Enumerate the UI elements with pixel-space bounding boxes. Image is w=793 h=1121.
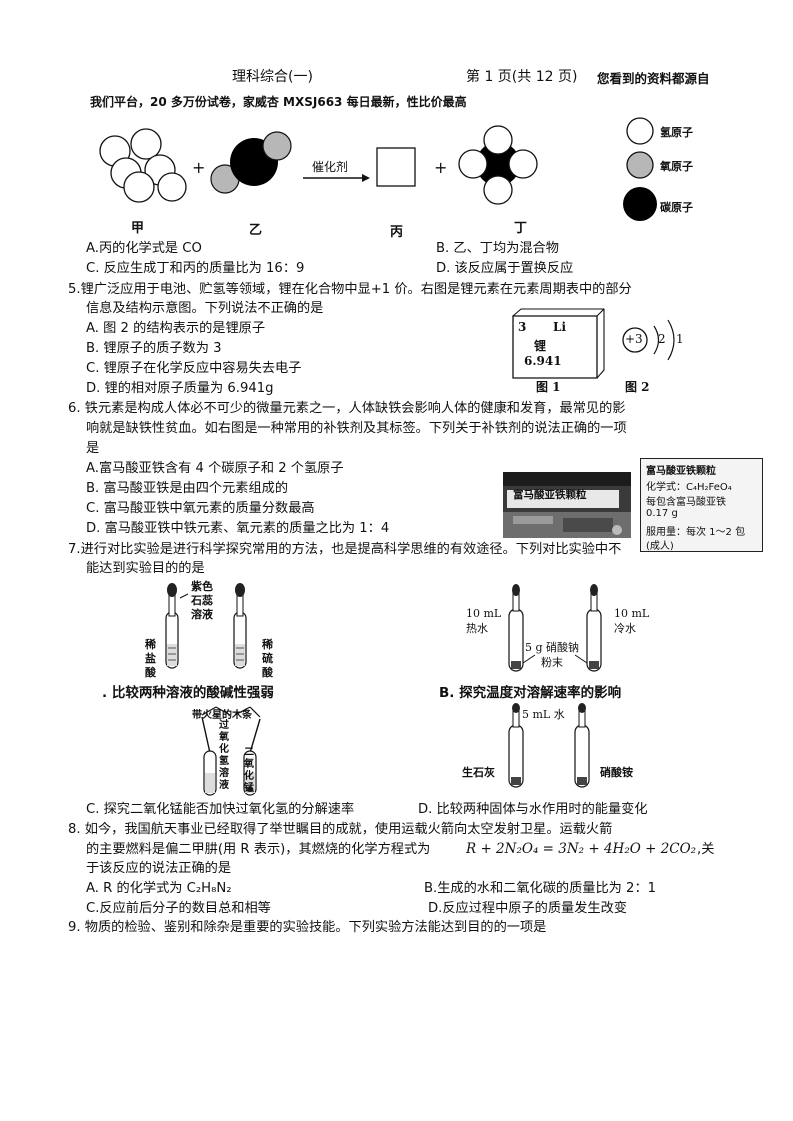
q6-option-a[interactable]: A.富马酸亚铁含有 4 个碳原子和 2 个氢原子 bbox=[86, 461, 344, 476]
q8-option-c[interactable]: C.反应前后分子的数目总和相等 bbox=[86, 901, 271, 916]
q6-option-d[interactable]: D. 富马酸亚铁中铁元素、氧元素的质量之比为 1：4 bbox=[86, 521, 390, 536]
experiment-d-caption[interactable]: D. 比较两种固体与水作用时的能量变化 bbox=[418, 802, 648, 817]
legend-hydrogen: 氢原子 bbox=[660, 126, 693, 139]
shell-2-electrons: 1 bbox=[676, 332, 684, 346]
atom-legend bbox=[623, 117, 657, 221]
plus-sign-2: + bbox=[434, 158, 448, 177]
q6-option-b[interactable]: B. 富马酸亚铁是由四个元素组成的 bbox=[86, 481, 289, 496]
experiment-b-caption[interactable]: B. 探究温度对溶解速率的影响 bbox=[439, 685, 622, 701]
q6-option-c[interactable]: C. 富马酸亚铁中氧元素的质量分数最高 bbox=[86, 501, 315, 516]
ammonium-nitrate-label: 硝酸铵 bbox=[600, 766, 633, 779]
supplement-box-image bbox=[503, 472, 631, 538]
shell-1-electrons: 2 bbox=[658, 332, 666, 346]
lithium-atomic-mass: 6.941 bbox=[524, 354, 562, 368]
lithium-atomic-number: 3 bbox=[518, 320, 527, 334]
q6-stem-line3: 是 bbox=[86, 441, 100, 456]
experiment-c-caption[interactable]: C. 探究二氧化锰能否加快过氧化氢的分解速率 bbox=[86, 802, 355, 817]
q4-option-d[interactable]: D. 该反应属于置换反应 bbox=[436, 261, 574, 276]
experiment-b-apparatus bbox=[508, 584, 602, 672]
hydrogen-peroxide-label: 过氧化氢溶液 bbox=[219, 720, 229, 791]
dilute-h2so4-label: 稀硫酸 bbox=[262, 638, 273, 679]
legend-carbon: 碳原子 bbox=[660, 201, 693, 214]
figure-2-caption: 图 2 bbox=[625, 380, 650, 394]
header-tail: 您看到的资料都源自 bbox=[597, 71, 710, 86]
quicklime-label: 生石灰 bbox=[462, 766, 495, 779]
label-formula: 化学式：C₄H₂FeO₄ bbox=[646, 482, 732, 493]
litmus-label: 紫色石蕊溶液 bbox=[191, 580, 213, 621]
q5-stem-line1: 5.锂广泛应用于电池、贮氢等领域，锂在化合物中显+1 价。右图是锂元素在元素周期… bbox=[68, 282, 632, 297]
label-note: (成人) bbox=[646, 541, 674, 552]
q5-stem-line2: 信息及结构示意图。下列说法不正确的是 bbox=[86, 301, 324, 316]
product-ding-molecule bbox=[458, 125, 538, 205]
sodium-nitrate-label: 5 g 硝酸钠粉末 bbox=[525, 641, 580, 669]
figure-1-caption: 图 1 bbox=[536, 380, 561, 394]
q8-stem-line1: 8. 如今，我国航天事业已经取得了举世瞩目的成就，使用运载火箭向太空发射卫星。运… bbox=[68, 822, 613, 837]
combustion-equation: R + 2N₂O₄ = 3N₂ + 4H₂O + 2CO₂ bbox=[466, 841, 697, 857]
q4-option-c[interactable]: C. 反应生成丁和丙的质量比为 16：9 bbox=[86, 261, 305, 276]
manganese-dioxide-label: 二氧化锰 bbox=[244, 747, 254, 794]
glowing-splint-label: 带火星的木条 bbox=[192, 710, 252, 721]
supplement-box-text: 富马酸亚铁颗粒 bbox=[513, 489, 587, 501]
water-5ml-label: 5 mL 水 bbox=[522, 708, 565, 721]
experiment-a-apparatus bbox=[165, 583, 247, 669]
lithium-symbol: Li bbox=[553, 320, 566, 334]
q7-stem-line1: 7.进行对比实验是进行科学探究常用的方法，也是提高科学思维的有效途径。下列对比实… bbox=[68, 542, 622, 557]
product-bing-box bbox=[376, 147, 416, 187]
q5-option-b[interactable]: B. 锂原子的质子数为 3 bbox=[86, 341, 222, 356]
experiment-a-caption[interactable]: . 比较两种溶液的酸碱性强弱 bbox=[102, 685, 274, 701]
plus-sign-1: + bbox=[192, 158, 206, 177]
nucleus-charge: +3 bbox=[625, 332, 643, 346]
label-title: 富马酸亚铁颗粒 bbox=[646, 466, 716, 477]
q5-option-d[interactable]: D. 锂的相对原子质量为 6.941g bbox=[86, 381, 274, 396]
lithium-cell-frame bbox=[512, 308, 605, 379]
q8-stem-line2-tail: ,关 bbox=[697, 842, 715, 857]
q5-option-c[interactable]: C. 锂原子在化学反应中容易失去电子 bbox=[86, 361, 302, 376]
q8-stem-line2: 的主要燃料是偏二甲肼(用 R 表示)，其燃烧的化学方程式为 bbox=[86, 842, 431, 857]
q8-option-b[interactable]: B.生成的水和二氧化碳的质量比为 2：1 bbox=[424, 881, 657, 896]
label-content-2: 0.17 g bbox=[646, 508, 678, 519]
q9-stem: 9. 物质的检验、鉴别和除杂是重要的实验技能。下列实验方法能达到目的的一项是 bbox=[68, 920, 547, 935]
q4-option-b[interactable]: B. 乙、丁均为混合物 bbox=[436, 241, 559, 256]
q4-option-a[interactable]: A.丙的化学式是 CO bbox=[86, 241, 202, 256]
label-dosage: 服用量：每次 1～2 包 bbox=[646, 527, 746, 538]
label-ding: 丁 bbox=[514, 221, 528, 236]
promo-line: 我们平台，20 多万份试卷，家威杏 MXSJ663 每日最新，性比价最高 bbox=[90, 95, 467, 109]
lithium-name: 锂 bbox=[534, 339, 547, 353]
exam-title: 理科综合(一) bbox=[232, 69, 313, 85]
lithium-atom-structure bbox=[622, 319, 675, 361]
q8-stem-line3: 于该反应的说法正确的是 bbox=[86, 861, 232, 876]
q6-stem-line1: 6. 铁元素是构成人体必不可少的微量元素之一，人体缺铁会影响人体的健康和发育，最… bbox=[68, 401, 626, 416]
label-bing: 丙 bbox=[390, 225, 404, 240]
dilute-hcl-label: 稀盐酸 bbox=[145, 638, 156, 679]
catalyst-label: 催化剂 bbox=[312, 160, 349, 174]
q8-option-a[interactable]: A. R 的化学式为 C₂H₈N₂ bbox=[86, 881, 232, 896]
label-content-1: 每包含富马酸亚铁 bbox=[646, 497, 726, 508]
reactant-jia-molecules bbox=[99, 128, 187, 203]
q7-stem-line2: 能达到实验目的的是 bbox=[86, 561, 205, 576]
experiment-c-apparatus bbox=[201, 706, 261, 796]
page-number: 第 1 页(共 12 页) bbox=[466, 69, 578, 85]
label-jia: 甲 bbox=[131, 221, 145, 236]
reaction-diagram bbox=[99, 117, 657, 221]
experiment-d-apparatus bbox=[508, 703, 590, 788]
reactant-yi-molecule bbox=[210, 131, 292, 194]
q6-stem-line2: 响就是缺铁性贫血。如右图是一种常用的补铁剂及其标签。下列关于补铁剂的说法正确的一… bbox=[86, 421, 627, 436]
legend-oxygen: 氧原子 bbox=[660, 160, 693, 173]
q8-option-d[interactable]: D.反应过程中原子的质量发生改变 bbox=[428, 901, 627, 916]
label-yi: 乙 bbox=[249, 223, 263, 238]
q5-option-a[interactable]: A. 图 2 的结构表示的是锂原子 bbox=[86, 321, 266, 336]
supplement-label-card bbox=[640, 458, 763, 552]
